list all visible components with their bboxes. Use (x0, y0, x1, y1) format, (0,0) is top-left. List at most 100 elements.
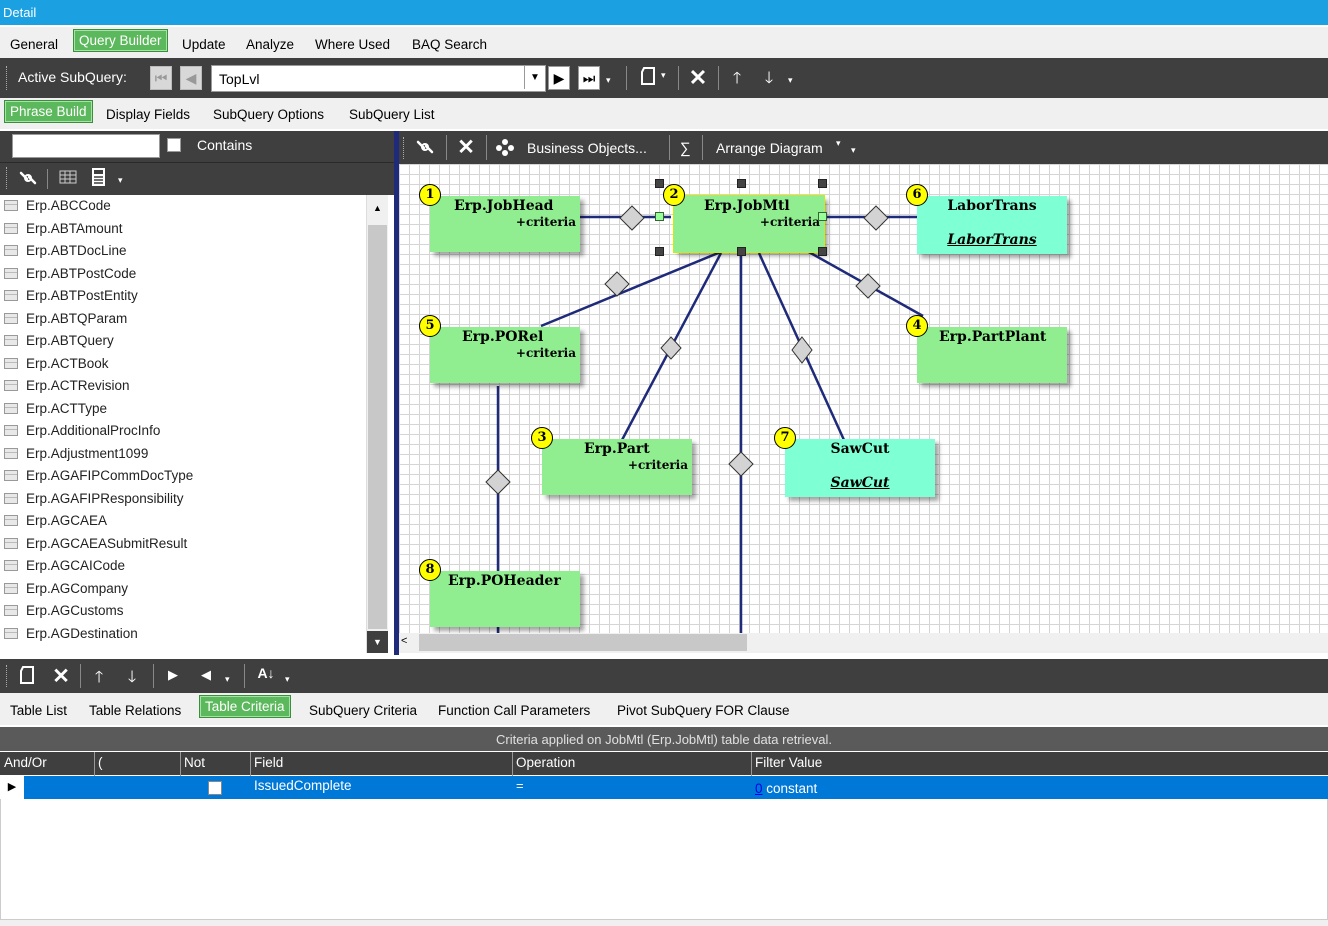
tab-where-used[interactable]: Where Used (315, 37, 391, 52)
table-row[interactable]: ▶ IssuedComplete = 0 constant (0, 776, 1328, 799)
tab-analyze[interactable]: Analyze (246, 37, 295, 52)
list-item[interactable]: Erp.AGDestination (0, 623, 366, 645)
overflow-icon[interactable]: ▾ (606, 75, 611, 85)
chevron-down-icon[interactable]: ▼ (524, 66, 545, 89)
cell-filter-value[interactable]: 0 constant (755, 781, 817, 796)
table-icon[interactable] (58, 169, 78, 190)
active-subquery-combo[interactable]: TopLvl ▼ (211, 65, 546, 92)
tab-table-list[interactable]: Table List (10, 703, 68, 718)
tab-function-call-parameters[interactable]: Function Call Parameters (438, 703, 591, 718)
list-item[interactable]: Erp.ABTQParam (0, 308, 366, 330)
sort-icon[interactable]: A↓ (257, 665, 275, 681)
list-item[interactable]: Erp.ABTPostCode (0, 263, 366, 285)
overflow-icon[interactable]: ▾ (788, 75, 793, 85)
column-header[interactable]: Filter Value (755, 755, 823, 770)
chevron-down-icon[interactable]: ▾ (836, 138, 841, 148)
overflow-icon[interactable]: ▾ (851, 145, 856, 155)
list-item[interactable]: Erp.AGCompany (0, 578, 366, 600)
move-up-icon[interactable]: 🡑 (732, 70, 742, 87)
scroll-up-icon[interactable]: ▲ (373, 203, 382, 213)
node-partplant[interactable]: Erp.PartPlant (917, 327, 1067, 383)
business-objects-icon[interactable] (495, 137, 515, 162)
column-header[interactable]: Operation (516, 755, 576, 770)
delete-subquery-icon[interactable]: ✕ (688, 65, 708, 90)
node-part[interactable]: Erp.Part +criteria (542, 439, 692, 495)
last-subquery-button[interactable]: ⏭ (578, 66, 600, 90)
column-header[interactable]: ( (98, 755, 103, 770)
tab-display-fields[interactable]: Display Fields (106, 107, 191, 122)
tab-subquery-list[interactable]: SubQuery List (349, 107, 435, 122)
tab-baq-search[interactable]: BAQ Search (412, 37, 488, 52)
node-jobmtl[interactable]: Erp.JobMtl +criteria (673, 195, 825, 253)
selection-handle[interactable] (737, 179, 746, 188)
not-checkbox[interactable] (208, 781, 222, 795)
selection-handle[interactable] (818, 212, 827, 221)
link-icon[interactable] (16, 167, 40, 194)
selection-handle[interactable] (655, 247, 664, 256)
list-item[interactable]: Erp.AGCAEASubmitResult (0, 533, 366, 555)
tab-update[interactable]: Update (182, 37, 226, 52)
tab-subquery-criteria[interactable]: SubQuery Criteria (309, 703, 418, 718)
node-jobhead[interactable]: Erp.JobHead +criteria (430, 196, 580, 252)
indent-left-icon[interactable]: ◀ (201, 667, 211, 682)
diagram-hscrollbar[interactable]: < (399, 633, 1328, 653)
filter-value-link[interactable]: 0 (755, 781, 763, 796)
tab-subquery-options[interactable]: SubQuery Options (213, 107, 325, 122)
contains-checkbox[interactable] (167, 138, 181, 152)
overflow-icon[interactable]: ▾ (118, 175, 123, 185)
move-down-icon[interactable]: 🡓 (127, 669, 137, 686)
node-labortrans[interactable]: LaborTrans LaborTrans (917, 196, 1067, 254)
list-item[interactable]: Erp.AGCustoms (0, 600, 366, 622)
link-icon[interactable] (413, 136, 437, 163)
list-item[interactable]: Erp.ACTBook (0, 353, 366, 375)
tab-table-relations[interactable]: Table Relations (89, 703, 182, 718)
overflow-icon[interactable]: ▾ (225, 674, 230, 684)
move-down-icon[interactable]: 🡓 (764, 70, 774, 87)
list-item[interactable]: Erp.AGAFIPResponsibility (0, 488, 366, 510)
selection-handle[interactable] (655, 179, 664, 188)
table-search-input[interactable] (12, 134, 160, 158)
list-item[interactable]: Erp.ABTQuery (0, 330, 366, 352)
first-subquery-button[interactable]: ⏮ (150, 66, 172, 90)
prev-subquery-button[interactable]: ◀ (180, 66, 202, 90)
delete-icon[interactable]: ✕ (457, 136, 475, 159)
tab-general[interactable]: General (10, 37, 59, 52)
business-objects-button[interactable]: Business Objects... (527, 140, 647, 156)
tab-pivot-subquery[interactable]: Pivot SubQuery FOR Clause (617, 703, 790, 718)
scroll-down-icon[interactable]: ▼ (367, 631, 388, 653)
selection-handle[interactable] (818, 247, 827, 256)
list-item[interactable]: Erp.ACTRevision (0, 375, 366, 397)
node-poheader[interactable]: Erp.POHeader (430, 571, 580, 627)
tab-table-criteria[interactable]: Table Criteria (199, 695, 291, 718)
list-item[interactable]: Erp.AGCAEA (0, 510, 366, 532)
selection-handle[interactable] (737, 247, 746, 256)
query-diagram-canvas[interactable]: Erp.JobHead +criteria 1 Erp.JobMtl +crit… (399, 164, 1328, 633)
scrollbar-thumb[interactable] (368, 225, 387, 629)
row-selector-icon[interactable]: ▶ (0, 776, 24, 799)
list-item[interactable]: Erp.ABTAmount (0, 218, 366, 240)
list-item[interactable]: Erp.ABCCode (0, 195, 366, 217)
new-subquery-icon[interactable] (637, 66, 659, 91)
node-porel[interactable]: Erp.PORel +criteria (430, 327, 580, 383)
selection-handle[interactable] (655, 212, 664, 221)
list-item[interactable]: Erp.AGCAICode (0, 555, 366, 577)
move-up-icon[interactable]: 🡑 (94, 669, 104, 686)
table-list-scrollbar[interactable]: ▲ ▼ (366, 195, 388, 653)
sigma-icon[interactable]: ∑ (680, 140, 691, 157)
next-subquery-button[interactable]: ▶ (548, 66, 570, 90)
column-header[interactable]: Field (254, 755, 284, 770)
cell-operation[interactable]: = (516, 778, 524, 793)
selection-handle[interactable] (818, 179, 827, 188)
list-item[interactable]: Erp.ACTType (0, 398, 366, 420)
tab-query-builder[interactable]: Query Builder (73, 29, 168, 52)
new-dropdown-icon[interactable]: ▾ (661, 70, 666, 80)
list-item[interactable]: Erp.Adjustment1099 (0, 443, 366, 465)
list-item[interactable]: Erp.ABTPostEntity (0, 285, 366, 307)
cell-field[interactable]: IssuedComplete (254, 778, 352, 793)
scrollbar-thumb[interactable] (419, 634, 747, 651)
panel-splitter[interactable] (394, 131, 399, 655)
node-sawcut[interactable]: SawCut SawCut (785, 439, 935, 497)
list-item[interactable]: Erp.ABTDocLine (0, 240, 366, 262)
new-icon[interactable] (16, 665, 38, 690)
list-item[interactable]: Erp.AdditionalProcInfo (0, 420, 366, 442)
